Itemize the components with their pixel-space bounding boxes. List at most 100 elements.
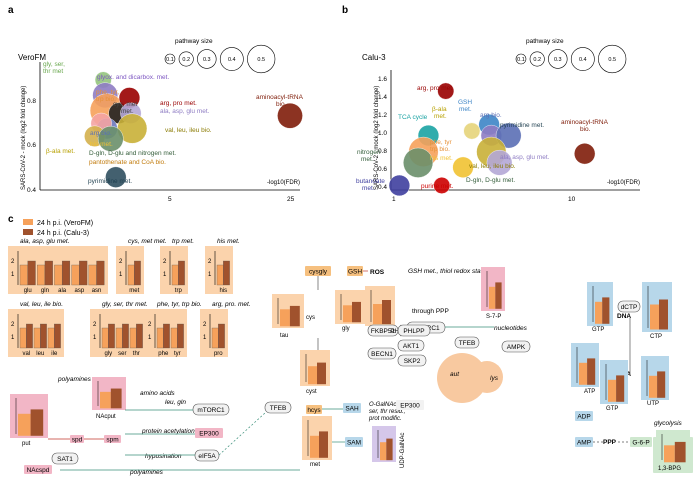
pathway-arrow	[218, 412, 266, 456]
mini-bar	[343, 305, 352, 323]
mini-bar	[657, 371, 666, 398]
pathway-box	[347, 266, 363, 276]
pathway-box	[70, 435, 84, 443]
mini-bar	[659, 299, 668, 330]
b-label-trp: trp bio.	[430, 146, 450, 153]
pathway-box-label: spd	[72, 437, 83, 444]
bubble-point	[277, 102, 303, 129]
panel-b-title: Calu-3	[362, 53, 386, 62]
aa-bar-vero	[19, 264, 28, 286]
panel-a-ytick-0: 0.8	[27, 98, 36, 105]
pathway-box-label: EP300	[400, 403, 420, 410]
aa-bar-label: met	[129, 288, 139, 294]
pathway-text: glycolysis	[654, 420, 683, 427]
aa-group-title: gly, ser, thr met.	[102, 301, 148, 308]
aa-bar-label: val	[22, 351, 30, 357]
size-legend-circle	[529, 51, 545, 67]
pathway-chip	[454, 336, 480, 349]
b-label-pyr: pyrimidine met.	[500, 122, 544, 129]
pathway-text: S-7-P	[486, 314, 501, 320]
pathway-chip-label: FKBP51	[371, 328, 396, 335]
aa-bar-calu	[44, 260, 53, 286]
size-legend-label: 0.5	[257, 57, 265, 63]
panel-a-xtick-0: 5	[168, 196, 172, 203]
aa-bar-label: gln	[41, 288, 49, 294]
a-label-pyr: pyrimidine met.	[88, 178, 132, 185]
panel-a-ytick-2: 0.4	[27, 187, 36, 194]
size-legend-label: 0.1	[517, 57, 525, 63]
aa-bar-calu	[122, 323, 129, 349]
b-label-gsh2: met.	[459, 106, 472, 113]
a-label-aminoacyl: aminoacyl-tRNA	[256, 94, 304, 101]
a-label-bala: β-ala met.	[46, 148, 75, 155]
panel-b-ylabel: SARS-CoV-2 - mock (log2 fold change)	[374, 86, 380, 190]
mini-bar	[110, 388, 122, 409]
pathway-box	[24, 465, 52, 474]
b-label-but: butanoate	[356, 178, 385, 185]
aa-tick: 2	[119, 259, 123, 265]
bubble-point	[403, 147, 434, 178]
panel-b-ytick-5: 0.6	[378, 166, 387, 173]
aa-bar-calu	[136, 323, 143, 349]
pathway-chip-label: dCTP	[621, 304, 638, 311]
aa-tick: 2	[148, 322, 152, 328]
b-label-dgln: D-gln, D-glu met.	[466, 177, 515, 184]
panel-b-letter: b	[342, 5, 348, 16]
aa-tick: 2	[11, 322, 15, 328]
bubble-point	[574, 143, 596, 165]
size-legend-label: 0.2	[533, 57, 541, 63]
pathway-text: GTP	[606, 406, 618, 412]
aa-tick: 2	[208, 259, 212, 265]
pathway-box	[396, 400, 424, 410]
aa-tick: 2	[203, 322, 207, 328]
aa-bar-vero	[171, 264, 179, 286]
bubble-point	[452, 156, 474, 178]
a-label-phe: phe, tyr,	[96, 89, 119, 96]
aa-bar-label: phe	[158, 351, 169, 357]
size-legend-circle	[164, 53, 176, 65]
aa-tick: 2	[163, 259, 167, 265]
pathway-text: GSH met., thiol redox state	[408, 268, 486, 275]
mini-bar	[280, 309, 290, 327]
pathway-box-label: NAcspd	[27, 467, 50, 474]
size-legend-label: 0.3	[203, 57, 211, 63]
aa-bar-label: ile	[51, 351, 58, 357]
size-legend-circle	[548, 49, 568, 69]
pathway-text: NAcput	[96, 414, 116, 420]
b-label-nitrogen: nitrogen	[357, 149, 381, 156]
b-label-purine: purine met.	[421, 183, 454, 190]
b-label-his: his met.	[430, 155, 453, 162]
size-legend-circle	[515, 53, 527, 65]
mini-bar	[100, 391, 111, 409]
aa-bar-calu	[40, 323, 47, 349]
b-label-aminoacyl-bio: bio.	[580, 126, 591, 133]
aa-bar-calu	[54, 323, 61, 349]
aa-bar-vero	[19, 327, 27, 349]
mini-bar	[18, 413, 31, 436]
size-legend-label: 0.4	[228, 57, 236, 63]
aa-bar-calu	[223, 260, 230, 286]
bubble-point	[463, 122, 481, 140]
pathway-box	[345, 437, 363, 447]
aa-group-title: ala, asp, glu met.	[20, 238, 70, 245]
pathway-text: leu, gln	[165, 399, 186, 406]
pathway-chip-label: AKT1	[403, 343, 420, 350]
b-label-val: val, leu, ileu bio.	[469, 163, 516, 170]
pathway-text: prot modific.	[368, 416, 402, 422]
legend-swatch-calu	[23, 229, 33, 235]
b-label-argbio: arg bio.	[480, 112, 502, 119]
panel-a-title: VeroFM	[18, 53, 46, 62]
size-legend-label: 0.5	[608, 57, 616, 63]
aa-bar-calu	[178, 260, 185, 286]
aa-bar-calu	[218, 323, 225, 349]
aa-bar-calu	[177, 323, 184, 349]
pathway-box	[575, 411, 593, 421]
pathway-text: hypusination	[145, 453, 182, 460]
a-label-ala: ala, asp, glu met.	[160, 108, 210, 115]
panel-a-ytick-1: 0.6	[27, 142, 36, 149]
pathway-box-label: spm	[106, 437, 118, 444]
aa-bar-vero	[37, 264, 46, 286]
pathway-text: UTP	[647, 401, 659, 407]
pathway-text: met	[310, 462, 320, 468]
pathway-chip	[501, 340, 531, 353]
